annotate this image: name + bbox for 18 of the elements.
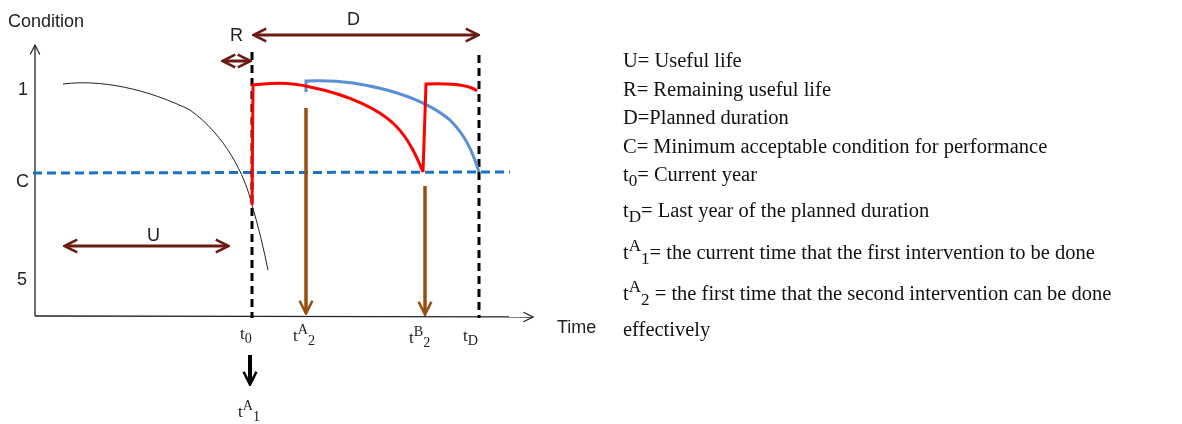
time-label: t$_{0}$ [240, 325, 252, 346]
definition-text: t$^{A}$$_{2}$ = the first time that the second intervention can be done effectively [623, 276, 1113, 343]
axis-title: Condition [8, 12, 85, 30]
dimension-label: U [147, 226, 160, 244]
dimension-label: R [230, 26, 243, 44]
definition-text: D=Planned duration [623, 105, 790, 131]
definition-text: t$_{0}$= Current year [623, 162, 758, 193]
tick-label: 1 [18, 80, 28, 98]
definition-text: U= Useful life [623, 48, 743, 73]
tick-label: 5 [17, 270, 27, 288]
definition-text: C= Minimum acceptable condition for performance [623, 133, 1049, 160]
definition-text: t$_{D}$= Last year of the planned duration [623, 198, 931, 229]
tick-label: C [16, 172, 29, 190]
axis-title: Time [557, 318, 597, 336]
definition-text: t$^{A}$$_{1}$= the current time that the first intervention to be done [623, 234, 1096, 270]
definition-text: R= Remaining useful life [623, 76, 832, 103]
time-label: t$_{D}$ [463, 327, 478, 348]
dimension-label: D [347, 10, 360, 28]
